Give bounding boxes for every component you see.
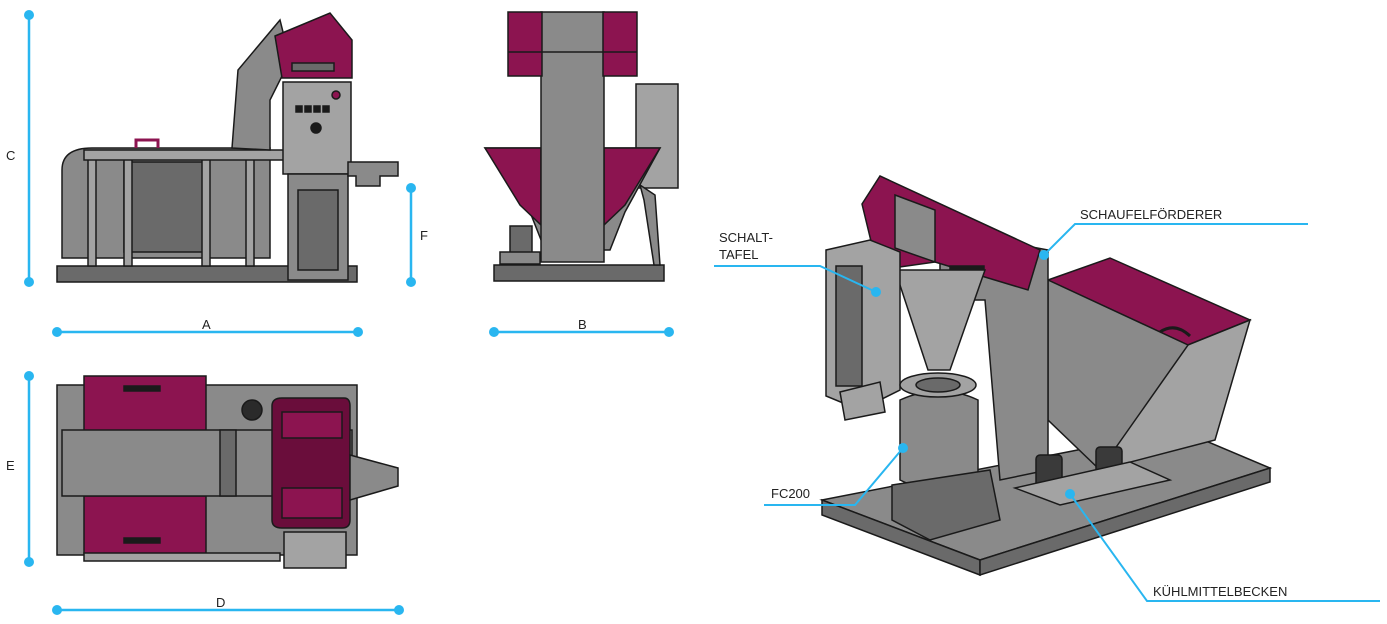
dimension-end-dot	[489, 327, 499, 337]
callout-label-fc200: FC200	[771, 486, 810, 501]
front-conveyor-column	[540, 11, 605, 263]
front-head-right	[602, 11, 638, 77]
dimension-end-dot	[406, 277, 416, 287]
callout-line-bucket-conveyor	[1043, 223, 1308, 256]
top-handle-lower	[123, 537, 161, 544]
side-cabinet-switch	[310, 122, 322, 134]
front-view	[483, 11, 679, 282]
side-conveyor-head	[274, 12, 353, 79]
side-frame-post	[201, 157, 211, 267]
iso-coolant-tray	[1012, 461, 1173, 506]
side-cabinet-button	[304, 105, 312, 113]
side-cabinet-lamp	[331, 90, 341, 100]
top-handle-upper	[123, 385, 161, 392]
top-conveyor-seam	[219, 429, 237, 497]
side-head-slot	[291, 62, 335, 72]
callout-lines	[714, 223, 1380, 602]
top-head-upper-face	[281, 411, 343, 439]
iso-base-side	[979, 466, 1271, 577]
callout-dot	[898, 443, 908, 453]
top-motor	[241, 399, 263, 421]
top-head-lower-face	[281, 487, 343, 519]
top-panel-upper	[83, 375, 207, 437]
top-panel-lower	[83, 495, 207, 555]
iso-outlet-spout	[839, 381, 886, 421]
side-tank-window	[123, 161, 205, 253]
callout-line-control-panel	[714, 265, 877, 293]
callout-label-control-panel-line1: SCHALT-	[719, 230, 773, 245]
side-cabinet-button	[295, 105, 303, 113]
callout-label-control-panel-line2: TAFEL	[719, 247, 759, 262]
dimension-label-d: D	[216, 595, 225, 610]
iso-fc200-base	[891, 469, 1001, 541]
callout-dot	[1039, 250, 1049, 260]
dimension-label-a: A	[202, 317, 211, 332]
side-view	[56, 12, 399, 283]
dimension-end-dot	[406, 183, 416, 193]
side-outlet-spout	[347, 161, 399, 187]
dimension-labels: C F A B E D	[6, 148, 587, 610]
dimension-end-dot	[52, 327, 62, 337]
callout-line-coolant-tank	[1069, 493, 1380, 602]
front-side-cabinet	[635, 83, 679, 189]
callout-dot	[871, 287, 881, 297]
side-frame-post	[245, 157, 255, 267]
iso-control-panel-door	[835, 265, 863, 387]
top-outlet-spout	[349, 454, 399, 501]
dimension-end-dot	[664, 327, 674, 337]
dimension-lines	[24, 10, 674, 615]
callout-label-coolant-tank: KÜHLMITTELBECKEN	[1153, 584, 1287, 599]
side-cabinet-button	[322, 105, 330, 113]
callout-dot	[1065, 489, 1075, 499]
dimension-end-dot	[52, 605, 62, 615]
top-control-cabinet	[283, 531, 347, 569]
front-cabinet-leg	[638, 183, 661, 266]
front-funnel-left-panel	[483, 147, 542, 227]
side-tank-handle	[134, 138, 160, 148]
iso-fc200-opening	[915, 377, 961, 393]
side-lower-unit-panel	[297, 189, 339, 271]
dimension-label-e: E	[6, 458, 15, 473]
callout-labels: SCHALT- TAFEL SCHAUFELFÖRDERER FC200 KÜH…	[719, 207, 1287, 599]
dimension-end-dot	[353, 327, 363, 337]
dimension-end-dot	[24, 371, 34, 381]
side-frame-post	[123, 157, 133, 267]
side-frame-post	[87, 157, 97, 267]
side-cabinet-button	[313, 105, 321, 113]
top-side-rail	[83, 552, 281, 562]
iso-tank-handle	[1159, 326, 1192, 338]
callout-line-fc200	[764, 447, 904, 506]
dimension-label-b: B	[578, 317, 587, 332]
iso-head-center	[894, 193, 936, 264]
dimension-end-dot	[24, 277, 34, 287]
dimension-end-dot	[394, 605, 404, 615]
isometric-view	[819, 175, 1273, 577]
front-head-left	[507, 11, 543, 77]
dimension-label-f: F	[420, 228, 428, 243]
front-base-frame	[493, 264, 665, 282]
side-frame-rail	[83, 149, 285, 161]
iso-funnel	[893, 269, 987, 371]
dimension-end-dot	[24, 10, 34, 20]
dimension-label-c: C	[6, 148, 15, 163]
front-motor-base	[499, 251, 541, 265]
top-view	[56, 375, 399, 569]
dimension-end-dot	[24, 557, 34, 567]
callout-label-bucket-conveyor: SCHAUFELFÖRDERER	[1080, 207, 1222, 222]
